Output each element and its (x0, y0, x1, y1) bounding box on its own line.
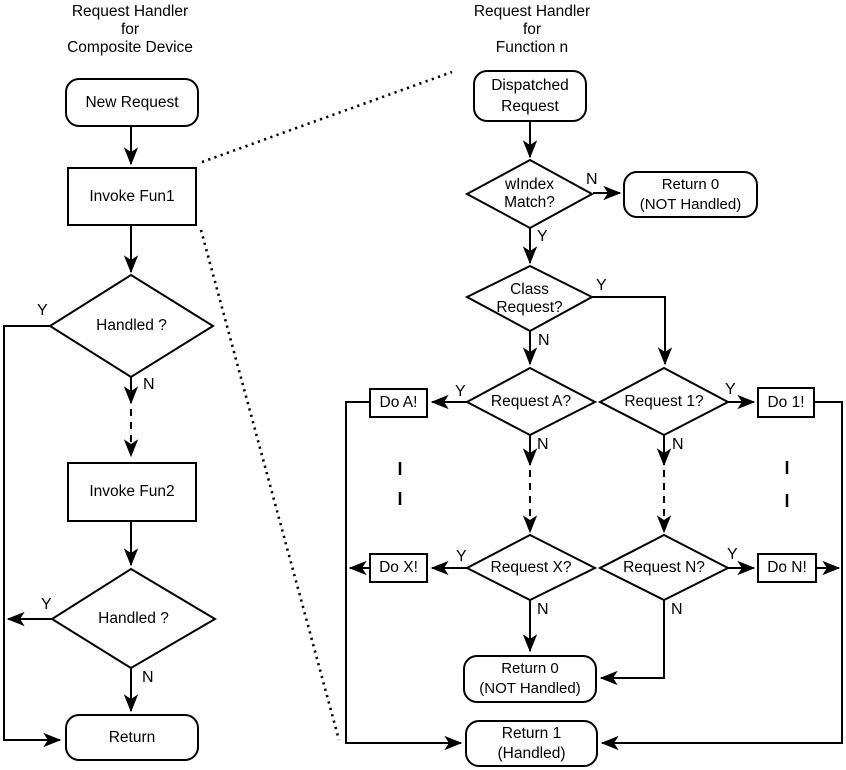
title-line: for (120, 21, 140, 38)
diamond-class-request (464, 264, 595, 333)
diamond-request-1 (597, 366, 731, 437)
node-return1: Return 1 (Handled) (465, 720, 598, 767)
title-line: Function n (495, 39, 569, 56)
label-requestn-yes: Y (727, 546, 738, 563)
node-invoke-fun2: Invoke Fun2 (67, 462, 197, 522)
node-line: Return 1 (501, 724, 562, 742)
node-return0-top: Return 0 (NOT Handled) (623, 171, 758, 218)
label-request1-no: N (672, 436, 684, 453)
title-line: for (522, 21, 542, 38)
node-line: Return 0 (661, 175, 720, 193)
diamond-handled-2 (50, 567, 217, 670)
node-line: (NOT Handled) (639, 195, 742, 213)
diamond-request-n (597, 533, 731, 602)
label-class-no: N (538, 332, 550, 349)
node-line: Request (501, 98, 559, 115)
label-request1-yes: Y (725, 381, 736, 398)
node-do-a: Do A! (369, 388, 428, 418)
node-invoke-fun1: Invoke Fun1 (67, 167, 197, 226)
node-do-1: Do 1! (757, 387, 815, 418)
label-handled2-yes: Y (41, 596, 52, 613)
zoom-callout-line-upper (201, 70, 453, 164)
node-return0-bottom: Return 0 (NOT Handled) (463, 655, 597, 703)
node-line: (Handled) (497, 744, 566, 762)
label-windex-yes: Y (537, 228, 548, 245)
label-requestx-yes: Y (456, 548, 467, 565)
node-line: (NOT Handled) (479, 680, 581, 697)
diamond-request-a (464, 366, 598, 437)
node-line: Return 0 (501, 660, 559, 677)
node-dispatched-request: Dispatched Request (473, 70, 587, 122)
right-diagram-title: Request Handler for Function n (432, 3, 632, 57)
node-do-n: Do N! (757, 553, 817, 583)
diamond-handled-1 (48, 273, 215, 379)
label-windex-no: N (586, 171, 598, 188)
node-new-request: New Request (65, 78, 199, 127)
title-line: Request Handler (71, 3, 189, 20)
edge-doa-return1 (345, 401, 463, 751)
label-requestx-no: N (537, 601, 549, 618)
left-diagram-title: Request Handler for Composite Device (30, 3, 230, 57)
node-return: Return (65, 714, 199, 761)
label-requestn-no: N (671, 601, 683, 618)
title-line: Composite Device (67, 39, 193, 56)
edge-do1-return1 (600, 401, 843, 751)
edge-class-yes-request1 (592, 296, 673, 366)
title-line: Request Handler (473, 3, 591, 20)
zoom-callout-line-lower (199, 229, 341, 741)
node-line: Dispatched (491, 77, 569, 94)
label-class-yes: Y (596, 277, 607, 294)
label-handled1-yes: Y (37, 302, 48, 319)
edge-requestn-no-return0 (599, 600, 665, 686)
edge-handled1-yes-return (3, 325, 62, 748)
label-handled1-no: N (143, 376, 155, 393)
label-requesta-no: N (537, 436, 549, 453)
label-requesta-yes: Y (455, 383, 466, 400)
diamond-request-x (464, 533, 598, 602)
node-do-x: Do X! (369, 553, 428, 583)
diamond-windex-match (464, 158, 595, 230)
label-handled2-no: N (142, 669, 154, 686)
